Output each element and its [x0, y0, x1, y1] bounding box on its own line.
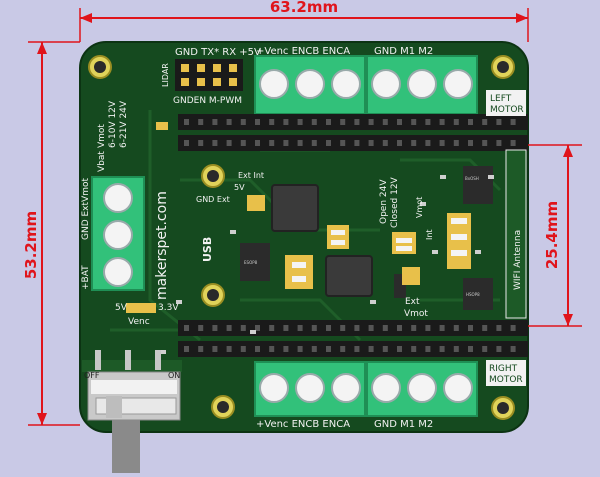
label-off: OFF: [84, 371, 100, 380]
label-lidar: LIDAR: [161, 63, 170, 87]
label-usb: USB: [201, 237, 214, 262]
label-closed-12v: Closed 12V: [390, 176, 400, 228]
label-height-left: 53.2mm: [22, 211, 40, 279]
label-5v: 5V: [234, 183, 245, 192]
terminal-battery: [91, 176, 145, 291]
label-width-top: 63.2mm: [270, 0, 338, 16]
label-vmot-mid: Vmot: [415, 197, 424, 218]
terminal-bottom-left: [254, 361, 366, 417]
header-socket-top: [178, 114, 528, 151]
label-ext-int: Ext Int: [238, 171, 264, 180]
label-left-motor-2: MOTOR: [490, 105, 524, 115]
mounting-holes: [88, 55, 515, 420]
chips: [240, 166, 493, 310]
dimension-right: 25.4mm: [528, 144, 582, 327]
label-on: ON: [168, 371, 180, 380]
label-v-range-2: 6-21V 24V: [119, 100, 129, 148]
label-top-enc: +Venc ENCB ENCA: [256, 46, 350, 57]
dimension-top: 63.2mm: [79, 0, 529, 42]
label-ic-2: BxOSH: [465, 176, 479, 181]
label-5v-bottom: 5V: [115, 303, 128, 313]
smd-components: [126, 122, 494, 354]
wifi-antenna-zone: [505, 149, 527, 319]
label-lidar-bottom: GNDEN M-PWM: [173, 96, 242, 106]
label-v-range-1: 6-10V 12V: [108, 100, 118, 148]
label-ext: Ext: [405, 297, 420, 307]
label-vmot: Vmot: [97, 124, 107, 148]
terminal-top-right: [366, 55, 478, 115]
label-open-24v: Open 24V: [379, 179, 389, 224]
label-top-motor: GND M1 M2: [374, 46, 433, 57]
label-left-motor-1: LEFT: [490, 94, 512, 104]
label-height-right: 25.4mm: [543, 201, 561, 269]
label-bottom-enc: +Venc ENCB ENCA: [256, 419, 350, 430]
label-ic-3: HSOP8: [466, 292, 480, 297]
label-top-left: GND TX* RX +5V: [175, 47, 261, 58]
label-right-motor-2: MOTOR: [489, 375, 523, 385]
dimension-left: 53.2mm: [22, 41, 80, 426]
label-right-motor-1: RIGHT: [489, 364, 518, 374]
label-gnd-extvmot: GND ExtVmot: [81, 178, 91, 240]
label-vmot-ext: Vmot: [404, 309, 428, 319]
label-bottom-motor: GND M1 M2: [374, 419, 433, 430]
lidar-header: [175, 59, 243, 91]
terminal-top-left: [254, 55, 366, 115]
label-website: makerspet.com: [154, 191, 170, 300]
label-int: Int: [425, 229, 434, 240]
header-socket-bottom: [178, 320, 528, 357]
label-3v3: 3.3V: [158, 303, 179, 313]
label-ic-1: ESOP8: [244, 260, 258, 265]
silkscreen-text: GND TX* RX +5V +Venc ENCB ENCA GND M1 M2…: [81, 46, 526, 430]
label-wifi: WIFI Antenna: [513, 230, 523, 290]
label-venc: Venc: [128, 317, 150, 327]
label-gnd-ext: GND Ext: [196, 195, 230, 204]
terminal-bottom-right: [366, 361, 478, 417]
label-plus-bat: +BAT: [81, 265, 91, 290]
label-vbat: Vbat: [97, 151, 107, 172]
power-switch[interactable]: [82, 350, 182, 473]
